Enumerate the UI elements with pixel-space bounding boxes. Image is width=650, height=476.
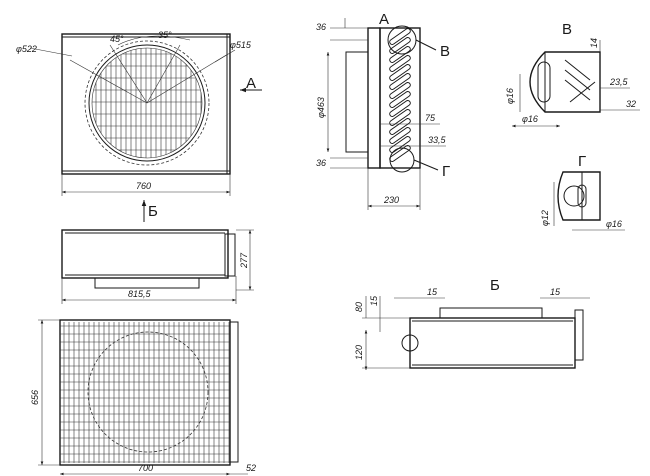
label-dia-522: φ522: [16, 44, 37, 54]
label-dia-16-g: φ16: [606, 219, 622, 229]
section-a-view: А В Г 36 φ463 36 75 33,5 230: [316, 11, 450, 210]
label-dim-15-left: 15: [427, 287, 438, 297]
tube-slot: [389, 28, 411, 45]
label-dim-32: 32: [626, 99, 636, 109]
title-view-b: Б: [490, 277, 500, 294]
label-width-760: 760: [136, 181, 151, 191]
coil-tube-slots: [389, 28, 411, 162]
label-side-52: 52: [246, 463, 256, 473]
label-dim-75: 75: [425, 113, 436, 123]
label-dim-15-vert: 15: [369, 295, 379, 306]
label-dim-235: 23,5: [609, 77, 629, 87]
fan-grille: [84, 40, 210, 166]
title-detail-g: Г: [578, 153, 586, 170]
label-dia-16-v2: φ16: [522, 114, 538, 124]
label-dim-14: 14: [589, 38, 599, 48]
view-b: Б 15 15 80 15 120: [354, 277, 590, 370]
title-detail-v: В: [562, 21, 572, 38]
label-dim-80: 80: [354, 302, 364, 312]
callout-v: В: [440, 43, 450, 60]
tube-slot: [389, 37, 411, 54]
label-dim-15-right: 15: [550, 287, 561, 297]
label-dim-230: 230: [383, 195, 399, 205]
label-dim-36-bottom: 36: [316, 158, 326, 168]
label-height-277: 277: [239, 252, 249, 269]
top-fan-collar: [94, 277, 200, 289]
title-section-a: А: [379, 11, 389, 28]
tube-slot: [389, 109, 411, 126]
label-height-656: 656: [30, 390, 40, 405]
top-view: 815,5 277: [61, 229, 254, 304]
tube-slot: [389, 46, 411, 63]
label-dia-12: φ12: [540, 210, 550, 226]
coil-fin-grid: [60, 322, 230, 463]
tube-slot: [389, 82, 411, 99]
front-view: φ522 φ515 45° 35° 760 A Б: [16, 30, 262, 222]
detail-v-bracket: [529, 51, 601, 113]
tube-slot: [389, 127, 411, 144]
label-arrow-a: A: [246, 75, 256, 92]
label-angle-45: 45°: [110, 34, 124, 44]
tube-slot: [389, 136, 411, 153]
front-frame: [61, 33, 231, 175]
tube-slot: [389, 91, 411, 108]
label-dim-36-top: 36: [316, 22, 326, 32]
label-width-700: 700: [138, 463, 153, 473]
label-width-8155: 815,5: [128, 289, 152, 299]
label-angle-35: 35°: [158, 30, 172, 40]
plan-view: 656 700 52: [30, 319, 256, 476]
detail-g-view: Г φ12 φ16: [540, 153, 625, 231]
callout-g: Г: [442, 163, 450, 180]
tube-slot: [389, 73, 411, 90]
tube-slot: [389, 64, 411, 81]
plan-fan-outline: [87, 331, 209, 453]
label-dia-463: φ463: [316, 97, 326, 118]
detail-v-view: В 14 23,5 32 φ16 φ16: [505, 21, 640, 128]
label-dim-335: 33,5: [428, 135, 447, 145]
label-dia-16-v1: φ16: [505, 88, 515, 104]
detail-g-bracket: [557, 171, 601, 221]
label-arrow-b: Б: [148, 203, 158, 220]
label-dia-515: φ515: [230, 40, 252, 50]
label-dim-120: 120: [354, 345, 364, 360]
top-housing: [61, 229, 229, 279]
tube-slot: [389, 100, 411, 117]
view-b-collar: [439, 307, 543, 319]
view-b-housing: [409, 317, 576, 369]
tube-slot: [389, 55, 411, 72]
tube-slot: [389, 118, 411, 135]
